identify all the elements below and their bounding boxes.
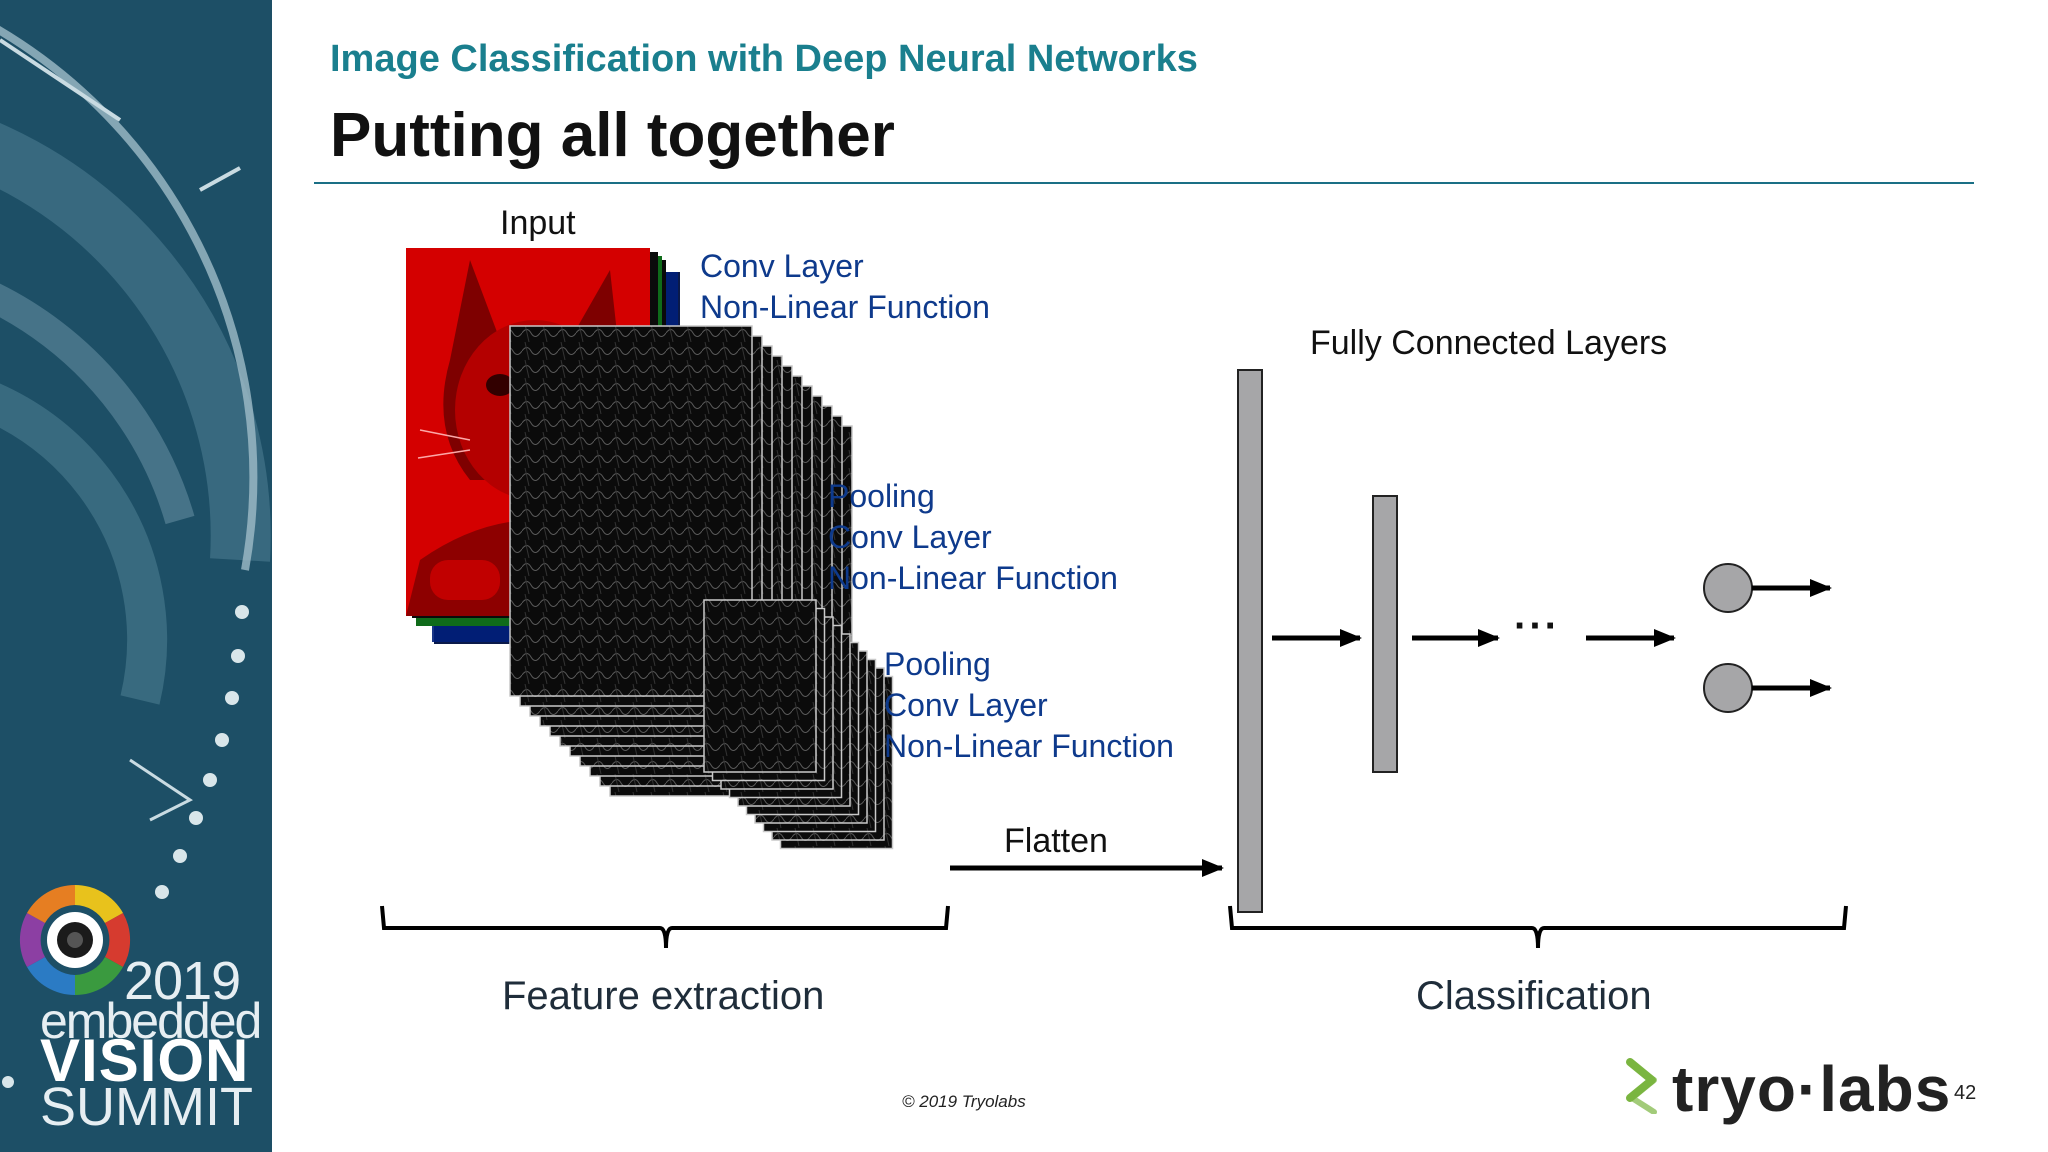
feature-extraction-label: Feature extraction [502, 974, 825, 1018]
event-name-line3: SUMMIT [40, 1077, 253, 1137]
stage2-conv-label: Conv Layer [828, 519, 992, 555]
stage2-nonlinear-label: Non-Linear Function [828, 560, 1118, 596]
slide-title: Putting all together [330, 101, 895, 170]
tryolabs-logo-text: tryo·labs [1672, 1053, 1952, 1125]
sidebar-decoration [0, 26, 271, 1088]
feature-extraction-brace [380, 905, 950, 949]
title-divider [314, 182, 1974, 184]
stage3-pooling-label: Pooling [884, 646, 991, 682]
stage2-labels: Pooling Conv Layer Non-Linear Function [828, 476, 1118, 599]
event-year: 2019 [124, 951, 241, 1011]
stage2-pooling-label: Pooling [828, 478, 935, 514]
event-sidebar: 2019 embedded VISION SUMMIT [0, 0, 272, 1152]
feature-maps-stage2 [703, 599, 894, 850]
feature-maps-stage2-map-1 [703, 599, 817, 773]
event-name-line1: embedded [40, 993, 262, 1049]
output-node-2 [1703, 663, 1753, 713]
output-node-1 [1703, 563, 1753, 613]
flatten-label: Flatten [1004, 822, 1108, 860]
fc-layers-label: Fully Connected Layers [1310, 324, 1668, 362]
classification-brace [1228, 905, 1848, 949]
copyright-notice: © 2019 Tryolabs [902, 1092, 1026, 1111]
input-label: Input [500, 204, 576, 242]
classification-label: Classification [1416, 974, 1652, 1018]
fc-ellipsis: ··· [1514, 604, 1560, 648]
tryolabs-logo-icon [1626, 1058, 1657, 1114]
page-number: 42 [1954, 1082, 1977, 1104]
event-name-line2: VISION [40, 1027, 250, 1094]
stage3-labels: Pooling Conv Layer Non-Linear Function [884, 644, 1174, 767]
slide-subtitle: Image Classification with Deep Neural Ne… [330, 38, 1198, 80]
stage1-conv-label: Conv Layer [700, 248, 864, 284]
fc-layer-2 [1372, 495, 1398, 773]
stage3-nonlinear-label: Non-Linear Function [884, 728, 1174, 764]
stage3-conv-label: Conv Layer [884, 687, 1048, 723]
stage1-labels: Conv Layer Non-Linear Function [700, 246, 990, 328]
fc-layer-1 [1237, 369, 1263, 913]
stage1-nonlinear-label: Non-Linear Function [700, 289, 990, 325]
